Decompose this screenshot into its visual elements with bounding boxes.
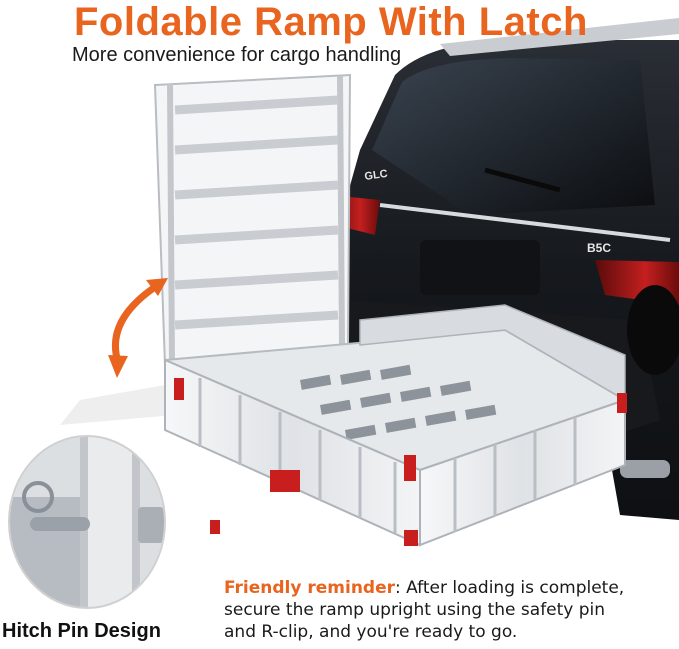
reminder-line-2: secure the ramp upright using the safety… xyxy=(224,600,606,620)
foldable-ramp xyxy=(153,73,352,367)
rear-wiper xyxy=(484,167,561,193)
reflector xyxy=(617,393,627,413)
hitch-pin xyxy=(30,517,90,531)
hitch-pin-closeup xyxy=(10,437,164,607)
rear-window xyxy=(372,58,655,215)
page-subtitle: More convenience for cargo handling xyxy=(72,44,402,66)
roof-rail xyxy=(440,18,679,56)
friendly-reminder: Friendly reminder: After loading is comp… xyxy=(224,577,676,643)
r-clip xyxy=(22,481,54,513)
reflector xyxy=(174,378,184,400)
side-model-badge: GLC xyxy=(364,168,389,183)
hitch-pin-inset xyxy=(8,435,166,609)
reflector xyxy=(404,455,416,481)
exhaust-tip xyxy=(620,460,670,478)
reminder-line-3: and R-clip, and you're ready to go. xyxy=(224,622,518,642)
ramp-shadow xyxy=(60,385,175,425)
reminder-heading: Friendly reminder xyxy=(224,578,396,598)
rear-tire xyxy=(627,285,679,375)
cargo-carrier xyxy=(164,304,628,547)
license-recess xyxy=(420,240,540,295)
reminder-line-1: After loading is complete, xyxy=(400,578,625,598)
curved-double-arrow-icon xyxy=(108,278,168,378)
rear-model-badge: B5C xyxy=(587,241,611,255)
hitch-pin-label: Hitch Pin Design xyxy=(2,620,161,642)
reminder-separator: : xyxy=(395,578,401,598)
reflector xyxy=(210,520,220,534)
hitch-shank xyxy=(270,470,300,492)
reflector xyxy=(404,530,418,546)
page-title: Foldable Ramp With Latch xyxy=(74,0,588,44)
chrome-strip xyxy=(379,203,671,242)
